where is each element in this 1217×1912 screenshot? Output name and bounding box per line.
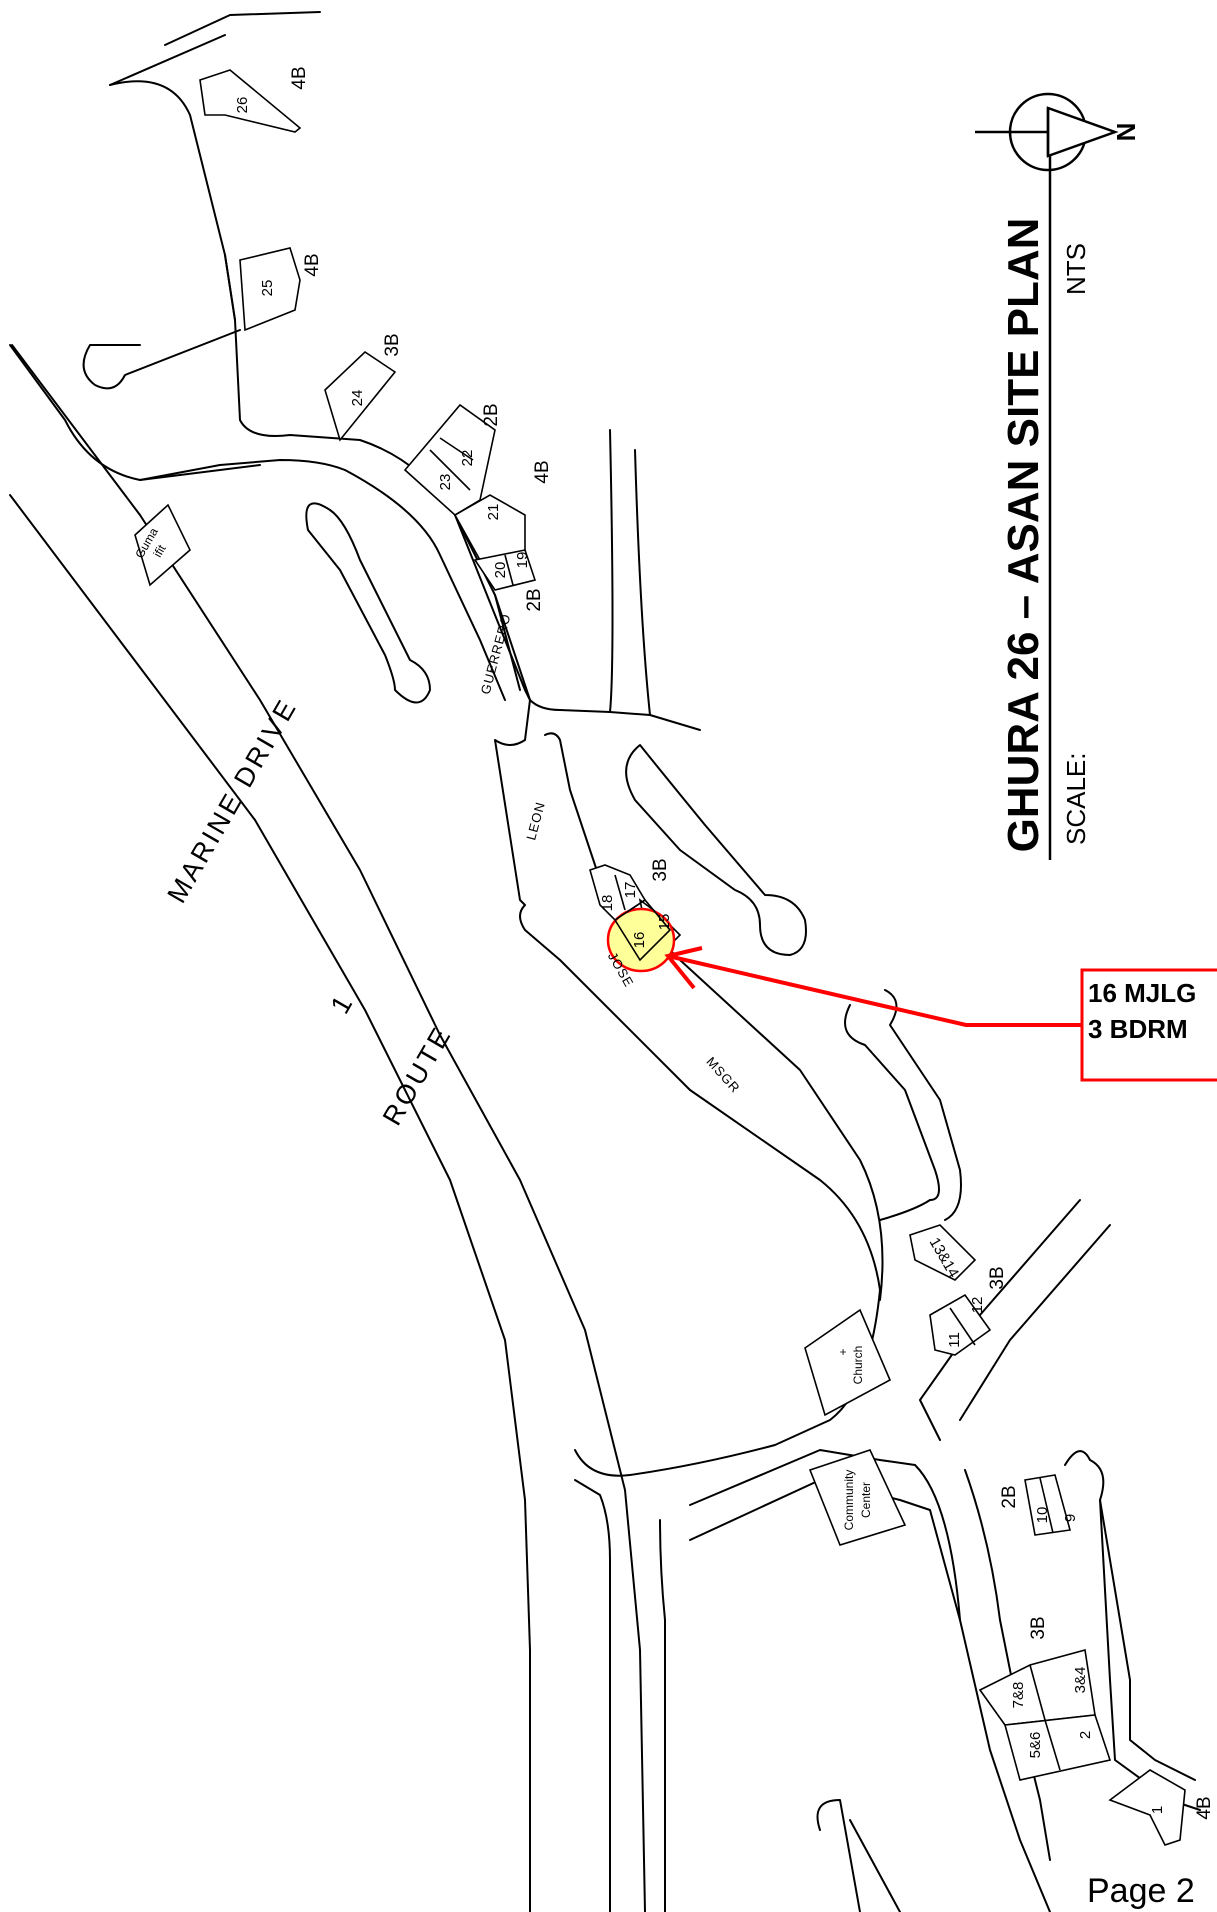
- highway-marine-drive: [9, 344, 646, 1912]
- street-label-msgr: MSGR: [703, 1054, 743, 1096]
- bedroom-tag-21: 4B: [532, 460, 553, 483]
- site-plan-title: GHURA 26 – ASAN SITE PLAN: [999, 218, 1048, 853]
- callout-arrow: [664, 946, 1217, 1082]
- lot-label-11: 11: [946, 1332, 963, 1348]
- lot-label-25: 25: [259, 280, 276, 297]
- bedroom-tag-25: 4B: [302, 253, 323, 276]
- lot-label-15: 15: [656, 914, 673, 931]
- bedroom-tag-1: 4B: [1194, 1796, 1215, 1819]
- bedroom-tag-22-23: 2B: [481, 403, 502, 426]
- callout-box: [1080, 968, 1217, 1082]
- bedroom-tag-17-18: 3B: [650, 858, 671, 881]
- lot-24: [324, 350, 397, 442]
- east-cul-de-sac: [625, 744, 807, 956]
- lots: [199, 69, 1186, 1846]
- church-cross: +: [836, 1348, 850, 1355]
- lot-label-20: 20: [492, 562, 509, 579]
- bedroom-tag-26: 4B: [289, 66, 310, 89]
- lot-label-16: 16: [631, 932, 648, 949]
- bedroom-tag-19-20: 2B: [524, 588, 545, 611]
- scale-value: NTS: [1061, 243, 1091, 295]
- lot-label-23: 23: [437, 474, 454, 491]
- bedroom-tag-9-10: 2B: [999, 1485, 1020, 1508]
- lot-label-1: 1: [1149, 1806, 1166, 1814]
- lot-1: [1108, 1769, 1186, 1846]
- lot-label-9: 9: [1062, 1514, 1079, 1522]
- lot-label-3-4: 3&4: [1072, 1667, 1089, 1694]
- lot-label-26: 26: [234, 97, 251, 114]
- lot-5-6-2: [1003, 1714, 1112, 1781]
- church-label: Church: [851, 1346, 865, 1385]
- lot-10-9: [1024, 1474, 1072, 1536]
- scale-label: SCALE:: [1061, 753, 1091, 846]
- callout-line1: 16 MJLG: [1088, 978, 1196, 1008]
- buildings: [134, 503, 907, 1546]
- bedroom-tag-12-14: 3B: [987, 1266, 1008, 1289]
- lot-25: [239, 247, 301, 332]
- lot-16-highlight: [606, 907, 676, 973]
- lot-20-19: [473, 549, 537, 591]
- lot-23-22: [403, 403, 496, 516]
- lot-label-7-8: 7&8: [1010, 1682, 1027, 1709]
- lot-21: [453, 494, 526, 561]
- community-center-label-line2: Center: [859, 1482, 873, 1518]
- lot-label-12: 12: [969, 1297, 986, 1314]
- lot-label-5-6: 5&6: [1027, 1732, 1044, 1759]
- north-label: N: [1111, 123, 1141, 142]
- leon-jose-msgr-street: [494, 594, 884, 1477]
- community-center-label-line1: Community: [842, 1470, 856, 1531]
- south-access-road: [574, 1449, 1051, 1912]
- callout-line2: 3 BDRM: [1088, 1014, 1188, 1044]
- lot-label-18: 18: [599, 895, 616, 912]
- north-cul-de-sac: [305, 502, 431, 704]
- lot-label-22: 22: [459, 450, 476, 467]
- lot-label-21: 21: [485, 504, 502, 521]
- lot-13-14: [909, 1224, 977, 1281]
- bedroom-tag-24: 3B: [382, 333, 403, 356]
- street-label-guerrero: GUERRERO: [478, 612, 514, 696]
- southeast-diagonal-roads: [919, 1199, 1111, 1441]
- highlight-lot-16: [606, 898, 676, 973]
- lot-label-17: 17: [622, 882, 639, 899]
- lot-7-8-3-4: [978, 1648, 1096, 1726]
- lot-26: [199, 69, 302, 133]
- bedroom-tag-3-8: 3B: [1028, 1616, 1049, 1639]
- lot-label-10: 10: [1034, 1507, 1051, 1524]
- page-number: Page 2: [1087, 1872, 1195, 1910]
- southeast-cul-de-sac: [844, 989, 962, 1221]
- gumaifit-building: [134, 503, 191, 587]
- church-building: [804, 1308, 892, 1417]
- lot-label-2: 2: [1077, 1731, 1094, 1739]
- street-label-leon: LEON: [523, 800, 548, 842]
- community-center-building: [808, 1449, 907, 1546]
- title-block: GHURA 26 – ASAN SITE PLAN SCALE: NTS: [999, 130, 1091, 860]
- lot-label-24: 24: [349, 390, 366, 407]
- north-arrow: N: [975, 92, 1141, 172]
- lot-label-19: 19: [514, 552, 531, 569]
